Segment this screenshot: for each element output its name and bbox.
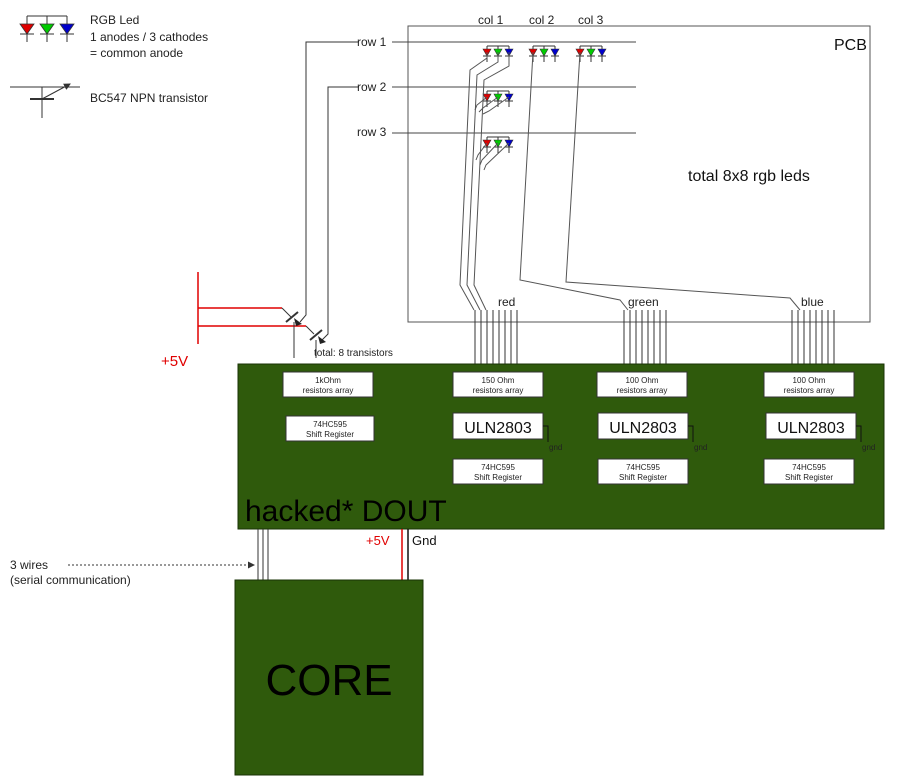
core-board: CORE xyxy=(234,579,424,776)
resistor-desc: resistors array xyxy=(784,386,835,395)
shift-register-name: 74HC595 xyxy=(313,420,347,429)
column-traces xyxy=(459,51,801,311)
resistor-desc: resistors array xyxy=(617,386,668,395)
transistor-supply-label: +5V xyxy=(161,353,188,370)
pcb-total-label: total 8x8 rgb leds xyxy=(688,168,810,185)
blue-led-segment xyxy=(550,48,560,57)
row-label-1: row 1 xyxy=(357,35,387,49)
green-led-segment xyxy=(539,48,549,57)
resistor-array-blue: 100 Ohm resistors array xyxy=(763,371,855,398)
led-legend-line1: 1 anodes / 3 cathodes xyxy=(90,30,208,44)
uln-driver-red: ULN2803 gnd xyxy=(452,412,562,452)
resistor-value: 1kOhm xyxy=(315,376,341,385)
legend: RGB Led 1 anodes / 3 cathodes = common a… xyxy=(10,13,208,118)
transistor-legend-label: BC547 NPN transistor xyxy=(90,91,208,105)
core-label: CORE xyxy=(265,656,392,705)
shift-register-red: 74HC595 Shift Register xyxy=(452,458,544,485)
shift-register-green: 74HC595 Shift Register xyxy=(597,458,689,485)
uln-label: ULN2803 xyxy=(609,420,677,437)
row1-feed-wire xyxy=(299,41,358,323)
gnd-label: gnd xyxy=(549,443,562,452)
dout-ground-label: Gnd xyxy=(412,533,437,548)
uln-label: ULN2803 xyxy=(464,420,532,437)
shift-register-name: 74HC595 xyxy=(626,463,660,472)
shift-register-desc: Shift Register xyxy=(785,473,833,482)
led-legend-title: RGB Led xyxy=(90,13,139,27)
column-label-1: col 1 xyxy=(478,13,504,27)
row-label-3: row 3 xyxy=(357,125,387,139)
resistor-desc: resistors array xyxy=(473,386,524,395)
gnd-label: gnd xyxy=(694,443,707,452)
blue-led-segment xyxy=(597,48,607,57)
transistor-total-label: total: 8 transistors xyxy=(314,348,393,359)
resistor-array-1k: 1kOhm resistors array xyxy=(282,371,374,398)
uln-driver-green: ULN2803 gnd xyxy=(597,412,707,452)
rgb-led-legend-icon xyxy=(19,15,75,42)
rgb-led-icon xyxy=(575,45,607,62)
led-grid xyxy=(482,45,607,153)
rgb-led-icon xyxy=(482,136,514,153)
core-board-body xyxy=(234,579,424,776)
resistor-value: 100 Ohm xyxy=(793,376,826,385)
shift-register-desc: Shift Register xyxy=(306,430,354,439)
pcb-label: PCB xyxy=(834,37,867,54)
shift-register-blue: 74HC595 Shift Register xyxy=(763,458,855,485)
resistor-value: 150 Ohm xyxy=(482,376,515,385)
dout-title: hacked* DOUT xyxy=(245,495,447,528)
bus-wires xyxy=(474,310,835,364)
shift-register-rows: 74HC595 Shift Register xyxy=(285,415,375,442)
resistor-value: 100 Ohm xyxy=(626,376,659,385)
shift-register-desc: Shift Register xyxy=(474,473,522,482)
serial-wires-sublabel: (serial communication) xyxy=(10,573,131,587)
shift-register-name: 74HC595 xyxy=(481,463,515,472)
transistor-icon xyxy=(281,307,302,358)
column-label-2: col 2 xyxy=(529,13,555,27)
row2-feed-wire xyxy=(321,86,358,341)
resistor-desc: resistors array xyxy=(303,386,354,395)
green-led-segment xyxy=(586,48,596,57)
dout-supply-label: +5V xyxy=(366,533,390,548)
uln-driver-blue: ULN2803 gnd xyxy=(765,412,875,452)
transistor-icon xyxy=(305,325,326,358)
pcb-outline xyxy=(407,25,871,323)
rgb-led-icon xyxy=(528,45,560,62)
shift-register-name: 74HC595 xyxy=(792,463,826,472)
row-label-2: row 2 xyxy=(357,80,387,94)
gnd-label: gnd xyxy=(862,443,875,452)
dout-board: 1kOhm resistors array 150 Ohm resistors … xyxy=(237,363,885,530)
column-label-3: col 3 xyxy=(578,13,604,27)
led-legend-line2: = common anode xyxy=(90,46,183,60)
npn-transistor-legend-icon xyxy=(10,83,80,118)
bus-label-blue: blue xyxy=(801,295,824,309)
resistor-array-green: 100 Ohm resistors array xyxy=(596,371,688,398)
bus-label-red: red xyxy=(498,295,515,309)
pcb: PCB total 8x8 rgb leds col 1 col 2 col 3… xyxy=(357,13,871,364)
resistor-array-red: 150 Ohm resistors array xyxy=(452,371,544,398)
serial-wires-label: 3 wires xyxy=(10,558,48,572)
transistor-section: +5V total: 8 transistors xyxy=(161,41,393,370)
uln-label: ULN2803 xyxy=(777,420,845,437)
bus-label-green: green xyxy=(628,295,659,309)
shift-register-desc: Shift Register xyxy=(619,473,667,482)
core-connections: +5V Gnd 3 wires (serial communication) xyxy=(10,529,437,587)
